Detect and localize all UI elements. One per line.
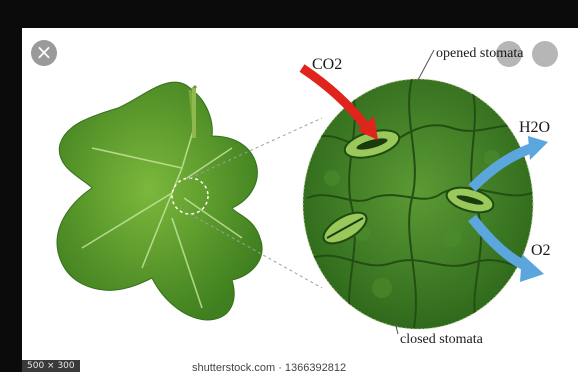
co2-label: CO2 xyxy=(312,56,342,74)
image-dimensions-badge: 500 × 300 xyxy=(22,360,80,372)
image-viewer: × CO2 opened stomata H2O O2 closed stoma… xyxy=(22,28,578,372)
opened-stomata-label: opened stomata xyxy=(436,46,523,62)
opened-stomata-leader xyxy=(418,50,434,80)
magnified-epidermis xyxy=(303,78,533,329)
leaf-stomata-illustration xyxy=(22,28,578,372)
stock-watermark: shutterstock.com · 1366392812 xyxy=(192,362,346,372)
closed-stomata-label: closed stomata xyxy=(400,332,483,348)
fig-leaf xyxy=(57,82,262,320)
h2o-label: H2O xyxy=(519,119,550,137)
next-image-button[interactable] xyxy=(532,41,558,67)
o2-label: O2 xyxy=(531,242,551,260)
close-icon[interactable]: × xyxy=(31,40,57,66)
leaf-stem xyxy=(192,88,196,138)
